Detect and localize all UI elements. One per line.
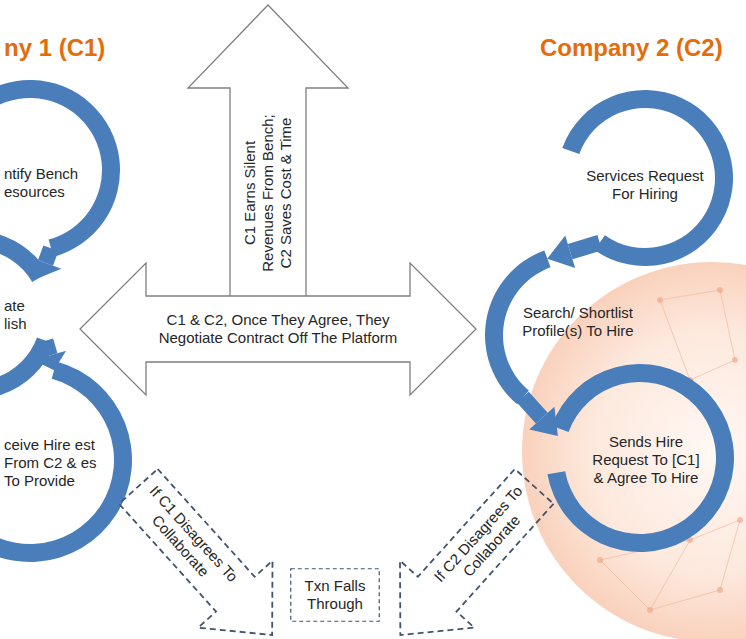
- network-dot: [717, 287, 723, 293]
- network-line: [720, 520, 740, 590]
- process-circle: ate lish: [0, 231, 59, 399]
- flow-arrow: [547, 235, 599, 268]
- node-text: Sends Hire Request To [C1] & Agree To Hi…: [588, 433, 705, 487]
- network-dot: [597, 557, 603, 563]
- double-block-arrow: C1 & C2, Once They Agree, They Negotiate…: [80, 263, 476, 395]
- network-line: [690, 360, 735, 380]
- block-arrow-shape: [188, 5, 348, 297]
- label-anchor: ny 1 (C1): [4, 34, 105, 62]
- network-line: [720, 290, 735, 360]
- process-circle: Services Request For Hiring: [557, 90, 733, 266]
- flow-arrow: [523, 397, 558, 436]
- node-text: Services Request For Hiring: [583, 167, 708, 203]
- block-arrow-up: C1 Earns Silent Revenues From Bench; C2 …: [188, 5, 348, 297]
- circular-arrow-ring: [0, 361, 132, 562]
- label-anchor: Company 2 (C2): [540, 34, 723, 62]
- circular-arrow-ring: [547, 364, 734, 552]
- dashed-box-outline: [291, 569, 380, 622]
- circular-arrow-ring: [0, 80, 120, 257]
- process-circle: Sends Hire Request To [C1] & Agree To Hi…: [546, 364, 734, 552]
- network-line: [660, 290, 720, 300]
- network-dot: [737, 517, 743, 523]
- double-arrow-shape: [80, 263, 476, 395]
- network-dot: [732, 357, 738, 363]
- circular-arrow-ring: [562, 90, 733, 266]
- node-text: Search/ Shortlist Profile(s) To Hire: [518, 304, 638, 340]
- node-text: ate lish: [4, 297, 32, 333]
- process-circle: ceive Hire est From C2 & es To Provide: [0, 358, 132, 562]
- dashed-block-arrow: If C1 Disagrees To Collaborate: [116, 466, 276, 638]
- network-line: [650, 590, 720, 610]
- process-circle: ntify Bench esources: [0, 80, 120, 260]
- node-text: C1 & C2, Once They Agree, They Negotiate…: [154, 311, 402, 347]
- section-heading: Company 2 (C2): [540, 34, 723, 62]
- network-dot: [657, 297, 663, 303]
- arrow-head: [547, 235, 575, 268]
- network-dot: [717, 587, 723, 593]
- dashed-status-box: Txn Falls Through: [290, 568, 380, 622]
- network-dot: [647, 607, 653, 613]
- network-line: [600, 560, 650, 610]
- dashed-arrow-shape: [119, 469, 273, 635]
- section-heading: ny 1 (C1): [4, 34, 105, 62]
- circular-arrow-ring: [0, 231, 54, 399]
- node-text: C1 Earns Silent Revenues From Bench; C2 …: [241, 108, 295, 278]
- node-text: Txn Falls Through: [299, 577, 371, 613]
- node-text: If C1 Disagrees To Collaborate: [130, 480, 244, 601]
- dashed-block-arrow: If C2 Disagrees To Collaborate: [397, 466, 557, 638]
- arrow-shaft: [523, 397, 542, 418]
- dashed-arrow-shape: [400, 469, 554, 635]
- node-text: If C2 Disagrees To Collaborate: [429, 480, 543, 601]
- arrow-shaft: [45, 248, 51, 263]
- node-text: ceive Hire est From C2 & es To Provide: [4, 436, 102, 490]
- node-text: ntify Bench esources: [4, 165, 88, 201]
